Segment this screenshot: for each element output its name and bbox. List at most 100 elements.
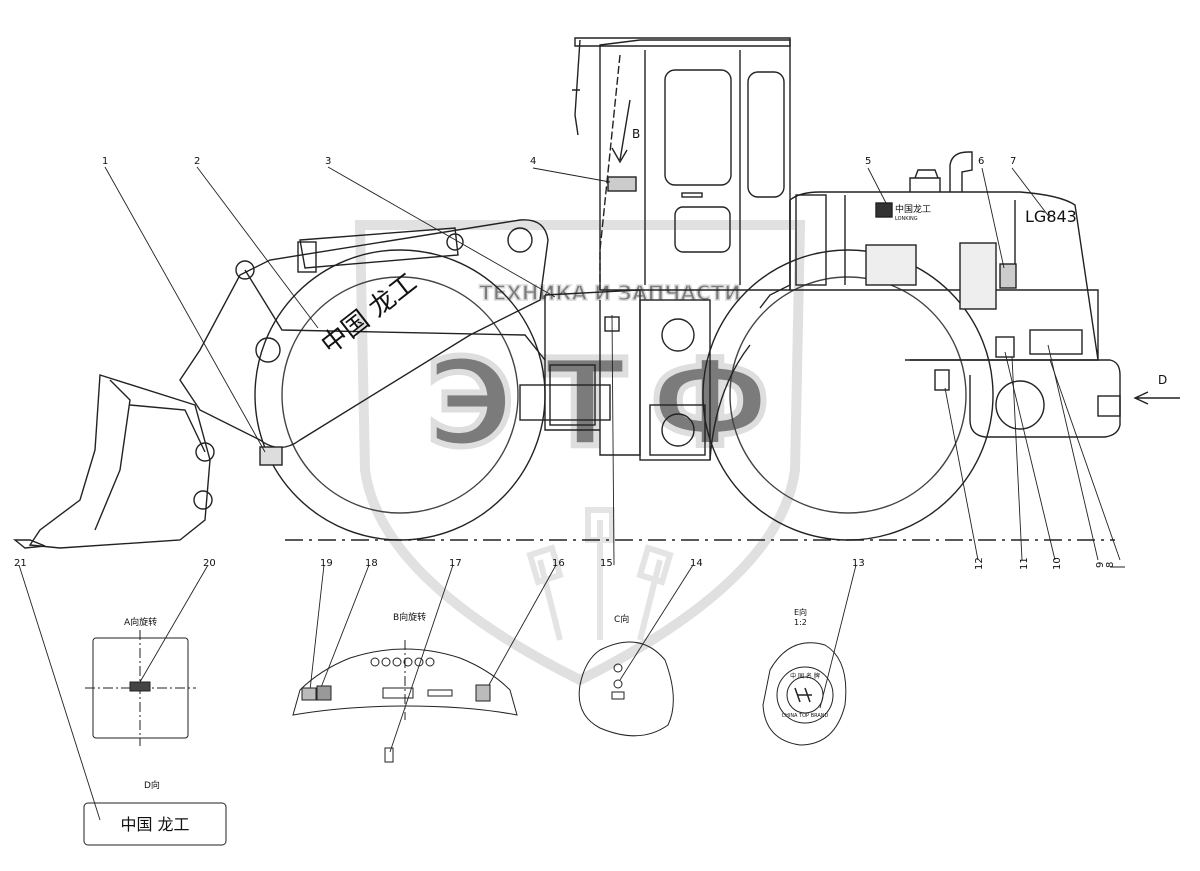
- view-d-nameplate: [83, 802, 227, 846]
- watermark-letter-1: Э: [426, 335, 514, 474]
- hose-frame: [759, 200, 791, 309]
- callout-5: 5: [865, 156, 871, 167]
- view-e-scale: 1:2: [794, 618, 807, 627]
- watermark: Э Т Ф ТЕХНИКА И ЗАПЧАСТИ: [354, 220, 806, 686]
- cab-window-front: [664, 69, 732, 186]
- callout-6: 6: [978, 156, 984, 167]
- model-label: LG843: [1025, 207, 1077, 226]
- callout-15: 15: [600, 558, 613, 569]
- callout-20: 20: [203, 558, 216, 569]
- view-arrow-d-icon: [1133, 391, 1180, 405]
- view-b-title: B向旋转: [393, 611, 426, 623]
- hood-brand-decal: 中国龙工 LONKING: [875, 202, 931, 222]
- callout-17: 17: [449, 558, 462, 569]
- view-b-detail: B向旋转: [292, 611, 518, 763]
- callout-11: 11: [1019, 557, 1030, 570]
- view-a-detail: A向旋转: [85, 616, 196, 746]
- cab-door-handle: [681, 192, 703, 198]
- rear-fender-arc: [709, 344, 751, 461]
- view-e-detail: E向 1:2 中 国 名 牌 CHINA TOP BRAND: [762, 607, 847, 746]
- callout-19: 19: [320, 558, 333, 569]
- boom-lower-pin: [255, 337, 281, 363]
- cab-door-window: [674, 206, 731, 253]
- air-intake: [909, 169, 941, 192]
- view-c-outline: [578, 641, 674, 737]
- rear-wheel-rim: [729, 276, 967, 514]
- cab-a-pillar: [599, 54, 621, 290]
- lift-cylinder: [299, 227, 459, 269]
- bucket-tooth: [13, 539, 46, 549]
- decal-large-nameplate: [1029, 329, 1083, 355]
- boom-pivot: [507, 227, 533, 253]
- view-arrow-d-label: D: [1158, 373, 1167, 387]
- callout-8: 8: [1105, 562, 1116, 568]
- callout-10: 10: [1052, 557, 1063, 570]
- exhaust-pipe: [949, 151, 973, 192]
- rear-counterweight: [905, 359, 1121, 438]
- rear-fender-block: [795, 194, 827, 286]
- bucket-pin-1: [195, 442, 215, 462]
- hood-brand-text: 中国龙工: [895, 203, 931, 215]
- view-c-detail: C向: [578, 613, 674, 737]
- bucket-pin-2: [193, 490, 213, 510]
- articulation-joint-upper: [661, 318, 695, 352]
- watermark-wheat-icon: [526, 507, 674, 641]
- callout-2: 2: [194, 156, 200, 167]
- cab-rear-mirror: [572, 39, 581, 136]
- view-d-title: D向: [144, 779, 160, 791]
- emblem-top-text: 中 国 名 牌: [790, 672, 820, 680]
- cab-roof: [574, 37, 791, 47]
- callout-14: 14: [690, 558, 703, 569]
- front-wheel-rim: [281, 276, 519, 514]
- bucket: [28, 374, 211, 549]
- view-e-title: E向: [794, 607, 807, 617]
- drive-shaft: [519, 384, 611, 421]
- decal-small-panel: [995, 336, 1015, 358]
- decal-warning-hood: [999, 263, 1017, 289]
- decal-cab-side: [607, 176, 637, 192]
- decal-lift-point: [934, 369, 950, 391]
- emblem-bottom-text: CHINA TOP BRAND: [782, 713, 829, 719]
- rear-hitch: [1097, 395, 1121, 417]
- callout-18: 18: [365, 558, 378, 569]
- callout-9: 9: [1095, 562, 1106, 568]
- leader-lines: [18, 166, 1125, 821]
- view-b-indicator: [384, 747, 394, 763]
- cab-inner-frame: [644, 50, 741, 285]
- axle-housing: [549, 364, 596, 426]
- view-a-decal: [129, 681, 151, 692]
- view-e-outline: [762, 642, 847, 746]
- lift-cylinder-pin: [446, 233, 464, 251]
- view-a-title: A向旋转: [124, 616, 157, 628]
- callout-21: 21: [14, 558, 27, 569]
- callout-4: 4: [530, 156, 536, 167]
- decal-symbols: [259, 176, 1083, 466]
- view-arrow-b-icon: [611, 99, 631, 164]
- cab-outline: [599, 39, 791, 291]
- view-b-dashboard: [292, 648, 518, 716]
- view-d-detail: D向 中国 龙工: [83, 779, 227, 846]
- tilt-linkage: [244, 269, 546, 361]
- decal-hood-right: [959, 242, 997, 310]
- view-d-nameplate-text: 中国 龙工: [120, 815, 189, 834]
- cab-window-rear: [747, 71, 785, 198]
- callout-12: 12: [974, 557, 985, 570]
- callout-13: 13: [852, 558, 865, 569]
- lift-cylinder-head: [297, 241, 317, 273]
- articulation-block: [639, 299, 711, 461]
- steering-cylinder-box: [649, 404, 706, 456]
- tilt-link-pin: [235, 260, 255, 280]
- callout-3: 3: [325, 156, 331, 167]
- hood-brand-subtext: LONKING: [895, 216, 918, 222]
- view-arrow-b-label: B: [632, 127, 640, 141]
- bucket-link: [129, 404, 206, 453]
- callout-numbers: 1 2 3 4 5 6 7 8 9 10 11 12 13 14 15 16 1…: [14, 156, 1116, 570]
- callout-1: 1: [102, 156, 108, 167]
- view-b-decal-left-2: [316, 685, 332, 701]
- watermark-caption: ТЕХНИКА И ЗАПЧАСТИ: [479, 281, 741, 305]
- boom-arm: [179, 219, 549, 449]
- view-b-decal-right: [475, 684, 491, 702]
- watermark-letter-2: Т: [544, 335, 626, 474]
- bucket-inner: [94, 379, 131, 531]
